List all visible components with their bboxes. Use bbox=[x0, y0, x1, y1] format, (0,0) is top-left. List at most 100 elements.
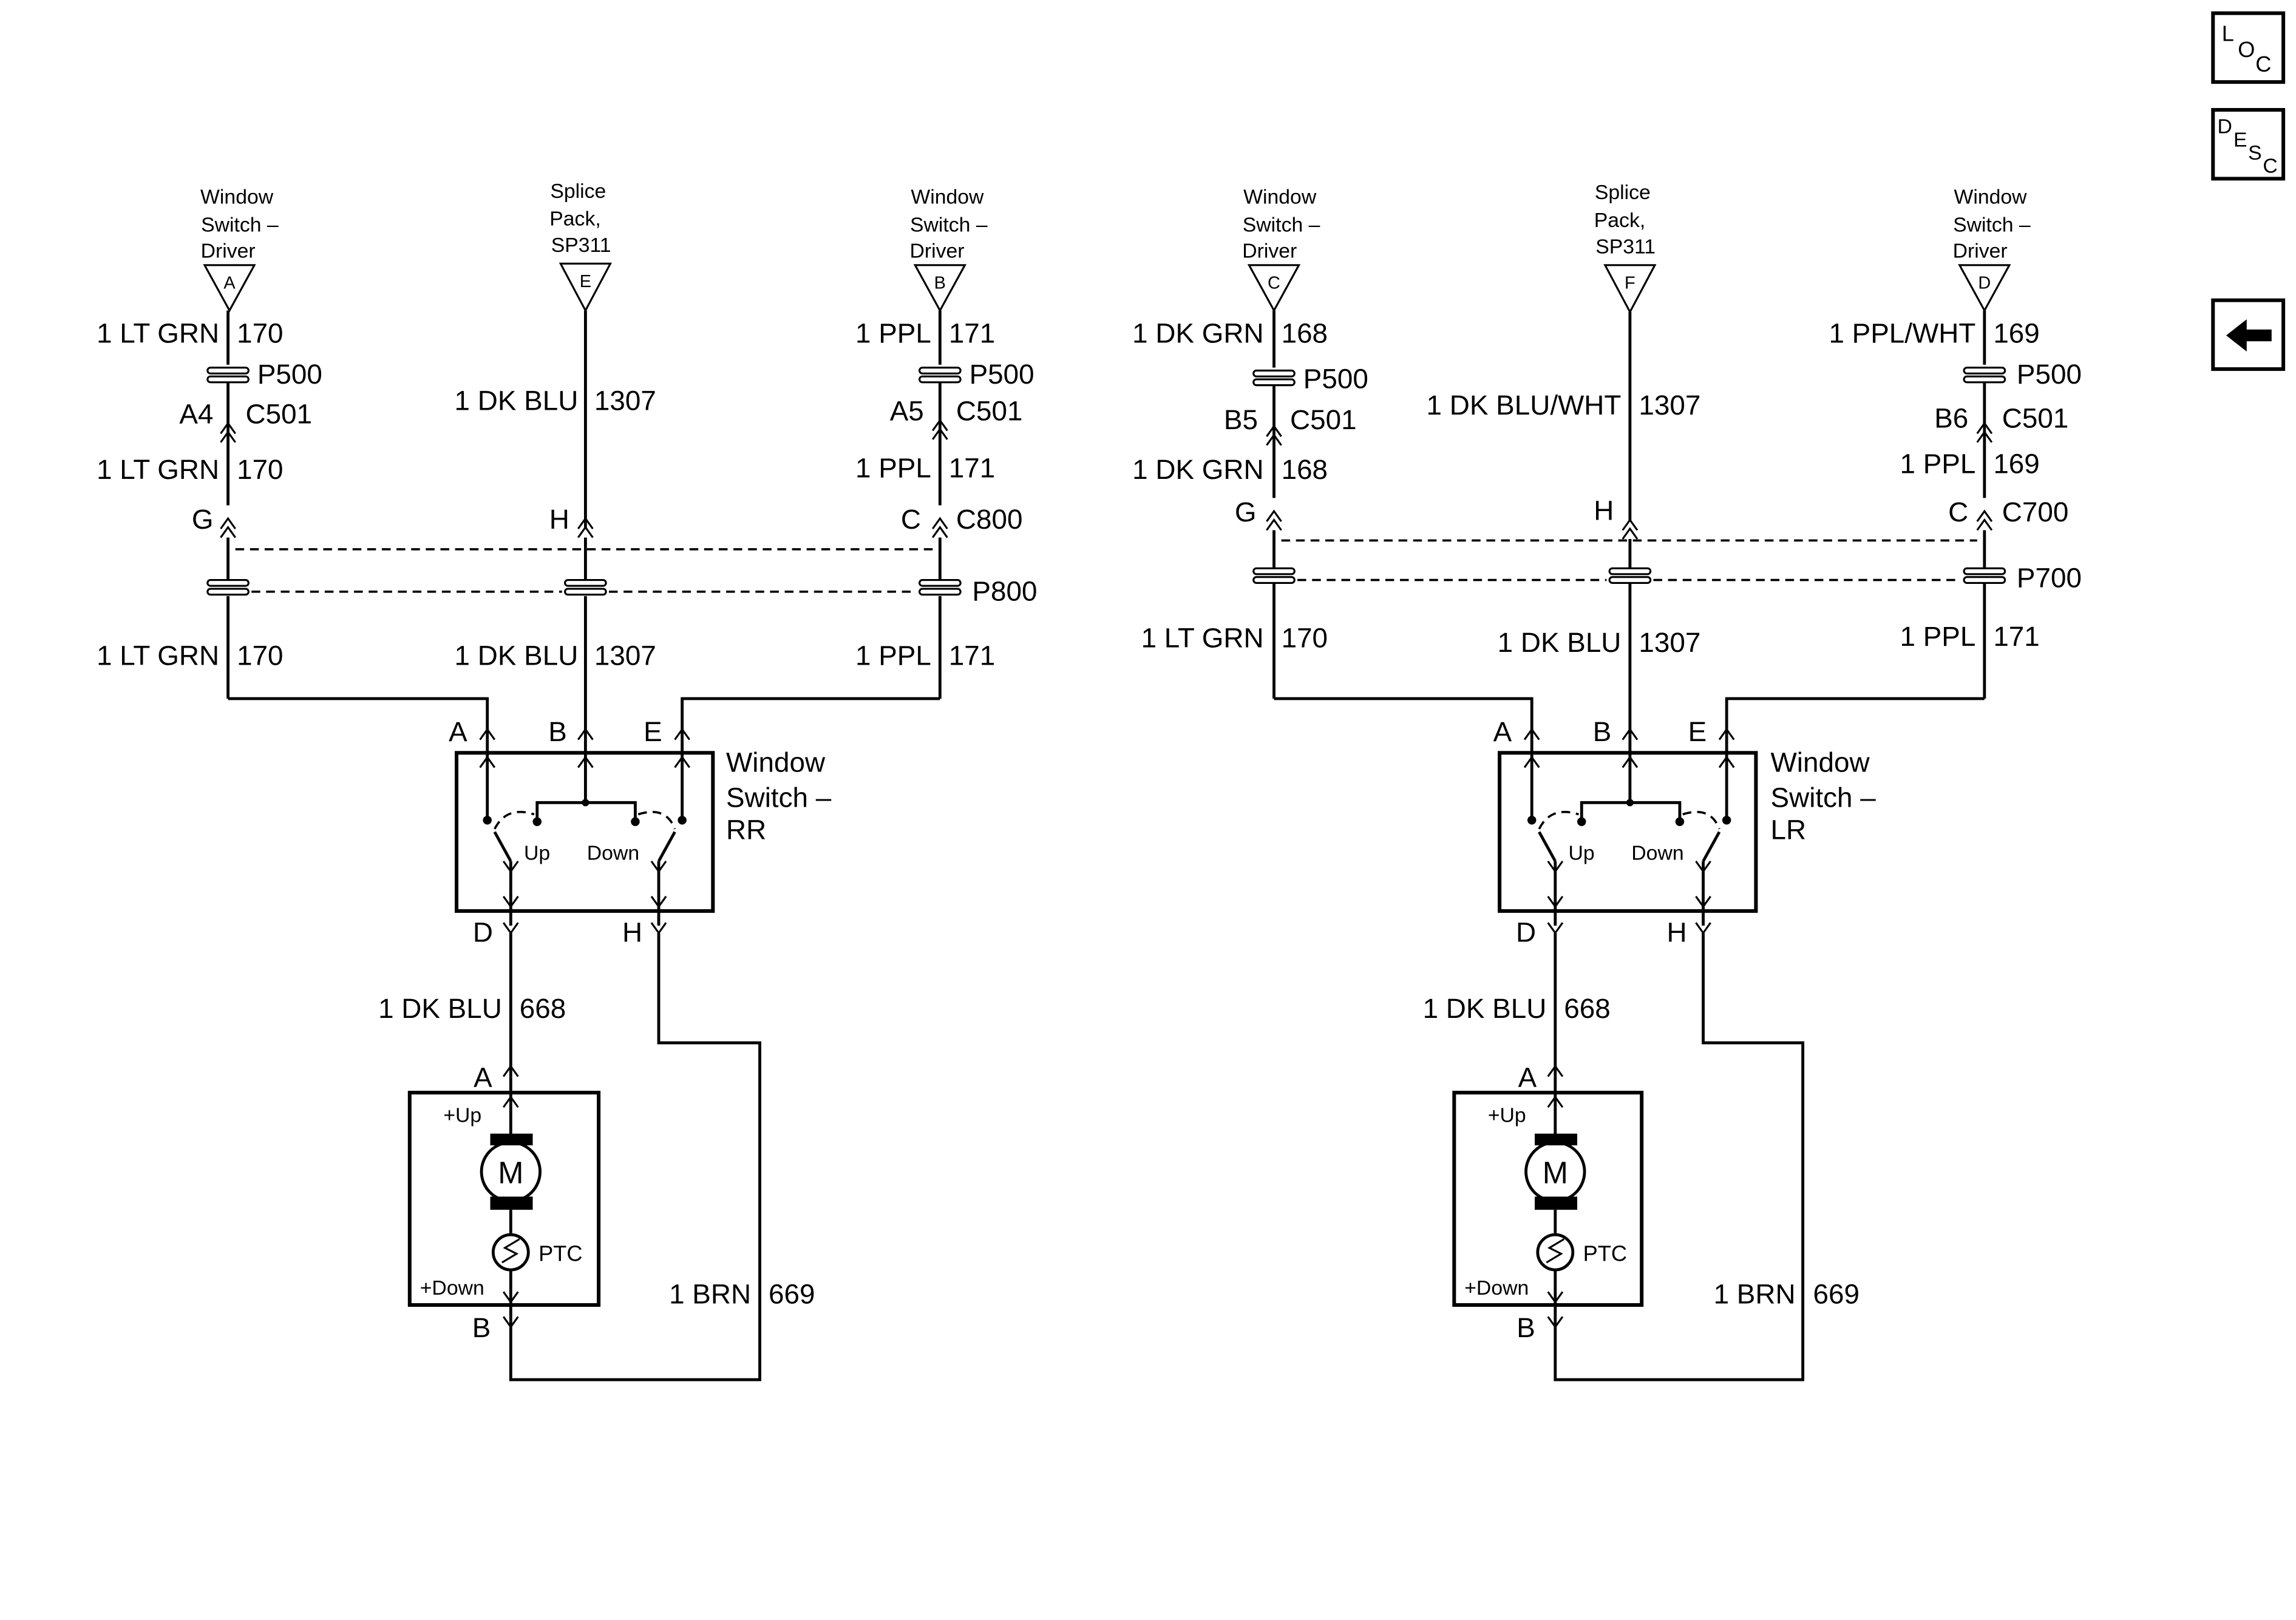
routing-to-switch-rr: A B E bbox=[228, 697, 940, 747]
svg-text:A: A bbox=[223, 273, 236, 293]
svg-text:1 BRN: 1 BRN bbox=[1714, 1279, 1796, 1310]
svg-text:1 DK BLU/WHT: 1 DK BLU/WHT bbox=[1427, 390, 1622, 421]
wire-168: 1 DK GRN 168 B5 1 DK GRN 168 G 1 LT GRN … bbox=[1132, 310, 1328, 699]
svg-text:Window: Window bbox=[1771, 747, 1870, 778]
svg-text:Switch –: Switch – bbox=[201, 213, 279, 236]
svg-text:1307: 1307 bbox=[1639, 390, 1700, 421]
svg-text:Down: Down bbox=[587, 841, 639, 864]
svg-text:168: 168 bbox=[1282, 454, 1328, 485]
svg-text:Driver: Driver bbox=[909, 240, 964, 263]
desc-button[interactable]: D E S C bbox=[2211, 107, 2286, 181]
terminal-b-window-switch-driver: Window Switch – Driver B bbox=[909, 185, 988, 313]
svg-text:1 BRN: 1 BRN bbox=[669, 1279, 751, 1310]
connector-c700-p700: C700 P700 bbox=[1252, 497, 2082, 594]
svg-text:168: 168 bbox=[1282, 318, 1328, 349]
svg-text:C: C bbox=[1948, 497, 1968, 527]
loc-letter-l: L bbox=[2222, 21, 2234, 46]
svg-text:B: B bbox=[934, 273, 946, 293]
svg-text:SP311: SP311 bbox=[551, 234, 611, 257]
svg-text:1 PPL/WHT: 1 PPL/WHT bbox=[1829, 318, 1975, 349]
svg-text:668: 668 bbox=[520, 993, 566, 1024]
svg-text:B: B bbox=[1593, 716, 1612, 747]
svg-text:Switch –: Switch – bbox=[1243, 213, 1320, 236]
svg-text:171: 171 bbox=[949, 640, 995, 671]
svg-text:171: 171 bbox=[949, 453, 995, 484]
svg-text:1 LT GRN: 1 LT GRN bbox=[97, 454, 219, 485]
svg-text:B: B bbox=[548, 716, 567, 747]
svg-text:Up: Up bbox=[524, 841, 550, 864]
wire-171: 1 PPL 171 A5 1 PPL 171 C 1 PPL 171 bbox=[855, 310, 995, 699]
svg-text:1 DK BLU: 1 DK BLU bbox=[455, 385, 579, 416]
svg-text:P500: P500 bbox=[2017, 359, 2082, 390]
svg-text:E: E bbox=[580, 272, 591, 291]
svg-text:Window: Window bbox=[1243, 185, 1317, 208]
svg-text:G: G bbox=[192, 504, 214, 535]
svg-text:1 DK GRN: 1 DK GRN bbox=[1132, 318, 1263, 349]
svg-text:P700: P700 bbox=[2017, 563, 2082, 594]
svg-text:1307: 1307 bbox=[1639, 627, 1700, 658]
svg-text:1 DK BLU: 1 DK BLU bbox=[1498, 627, 1622, 658]
svg-text:Pack,: Pack, bbox=[1594, 209, 1645, 232]
svg-text:+Down: +Down bbox=[1464, 1276, 1529, 1300]
svg-text:M: M bbox=[498, 1156, 523, 1190]
svg-text:C501: C501 bbox=[1290, 404, 1357, 435]
svg-text:Up: Up bbox=[1569, 841, 1595, 864]
svg-text:+Up: +Up bbox=[1488, 1103, 1526, 1127]
svg-text:Switch –: Switch – bbox=[910, 213, 988, 236]
ptc-thermistor-icon bbox=[491, 1233, 530, 1272]
svg-text:1 PPL: 1 PPL bbox=[855, 318, 931, 349]
svg-text:1 PPL: 1 PPL bbox=[1900, 448, 1976, 479]
svg-text:669: 669 bbox=[1813, 1279, 1860, 1310]
svg-text:1 LT GRN: 1 LT GRN bbox=[1141, 623, 1264, 654]
svg-text:Window: Window bbox=[726, 747, 826, 778]
svg-text:Down: Down bbox=[1631, 841, 1683, 864]
svg-text:C501: C501 bbox=[246, 398, 313, 429]
svg-text:E: E bbox=[1688, 716, 1707, 747]
svg-text:170: 170 bbox=[1282, 623, 1328, 654]
svg-text:Driver: Driver bbox=[1953, 240, 2008, 263]
svg-text:170: 170 bbox=[237, 454, 283, 485]
svg-text:1 PPL: 1 PPL bbox=[1900, 621, 1976, 652]
svg-text:1307: 1307 bbox=[594, 640, 656, 671]
svg-text:A4: A4 bbox=[179, 398, 213, 429]
svg-text:1 DK BLU: 1 DK BLU bbox=[455, 640, 579, 671]
svg-text:A: A bbox=[1518, 1062, 1537, 1093]
window-motor-rr: A +Up M PTC +Down B bbox=[407, 1062, 601, 1343]
svg-text:A5: A5 bbox=[890, 396, 924, 427]
wire-669: 1 BRN 669 bbox=[509, 933, 815, 1381]
svg-text:Window: Window bbox=[1954, 185, 2027, 208]
loc-letter-o: O bbox=[2238, 37, 2255, 62]
wire-669-lr: 1 BRN 669 bbox=[1554, 933, 1860, 1381]
terminal-d-window-switch-driver: Window Switch – Driver D bbox=[1953, 185, 2031, 313]
svg-text:D: D bbox=[1978, 273, 1991, 293]
svg-text:Window: Window bbox=[911, 185, 984, 208]
connector-c800-p800: C800 P800 bbox=[206, 504, 1037, 606]
desc-letter-e: E bbox=[2233, 128, 2247, 151]
svg-text:H: H bbox=[549, 504, 569, 535]
svg-text:Switch –: Switch – bbox=[726, 782, 832, 813]
loc-button[interactable]: L O C bbox=[2211, 11, 2286, 84]
window-switch-rr: Up Down Window Switch – RR D H bbox=[455, 739, 832, 948]
connector-p500-c501-lr: P500 C501 P500 C501 bbox=[1252, 359, 2082, 446]
ptc-thermistor-icon bbox=[1536, 1233, 1575, 1272]
svg-text:171: 171 bbox=[1993, 621, 2039, 652]
svg-text:P800: P800 bbox=[972, 575, 1037, 606]
left-arrow-icon bbox=[2226, 319, 2272, 352]
svg-text:171: 171 bbox=[949, 318, 995, 349]
terminal-a-window-switch-driver: Window Switch – Driver A bbox=[200, 185, 279, 313]
terminal-c-window-switch-driver: Window Switch – Driver C bbox=[1242, 185, 1320, 313]
svg-text:Driver: Driver bbox=[1242, 240, 1297, 263]
svg-text:Switch –: Switch – bbox=[1953, 213, 2031, 236]
svg-text:A: A bbox=[1493, 716, 1512, 747]
svg-text:P500: P500 bbox=[970, 359, 1034, 390]
terminal-e-splice-pack: Splice Pack, SP311 E bbox=[549, 180, 613, 313]
desc-letter-c: C bbox=[2263, 155, 2277, 178]
svg-text:F: F bbox=[1625, 273, 1635, 293]
svg-text:D: D bbox=[1516, 917, 1536, 948]
svg-text:A: A bbox=[449, 716, 467, 747]
wire-1307-lr: 1 DK BLU/WHT 1307 H 1 DK BLU 1307 bbox=[1427, 311, 1700, 740]
svg-text:RR: RR bbox=[726, 815, 766, 846]
back-button[interactable] bbox=[2211, 298, 2286, 371]
